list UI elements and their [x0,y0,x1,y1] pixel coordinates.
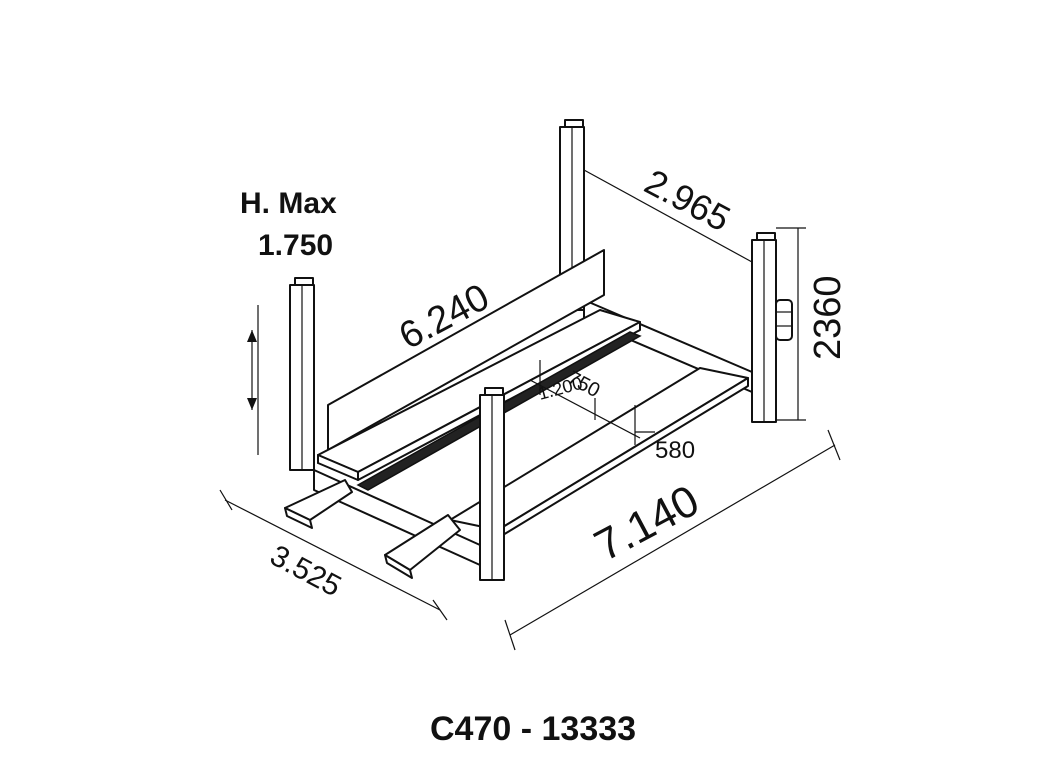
label-width-total: 3.525 [265,539,347,603]
dim-lines-inner [529,360,655,445]
post-back-right [751,232,777,423]
label-length-total: 7.140 [587,476,707,571]
dim-line-height [776,227,806,421]
label-width-top: 2.965 [638,161,737,239]
back-panel [327,249,605,451]
dim-lift-stroke [247,305,259,455]
caption-model: C470 - 13333 [430,710,636,748]
post-front-right [479,387,505,581]
label-height-total: 2360 [807,275,849,360]
label-gap-runway: 580 [655,437,695,464]
hmax-title: H. Max [240,187,337,220]
dim-line-length [504,429,841,651]
hmax-value: 1.750 [258,229,333,262]
motor-unit [775,299,793,341]
ramp-left [284,479,353,529]
ramp-right [384,514,461,579]
dim-line-width [219,489,448,621]
dim-line-width-top [583,169,753,263]
post-front-left [289,277,315,471]
